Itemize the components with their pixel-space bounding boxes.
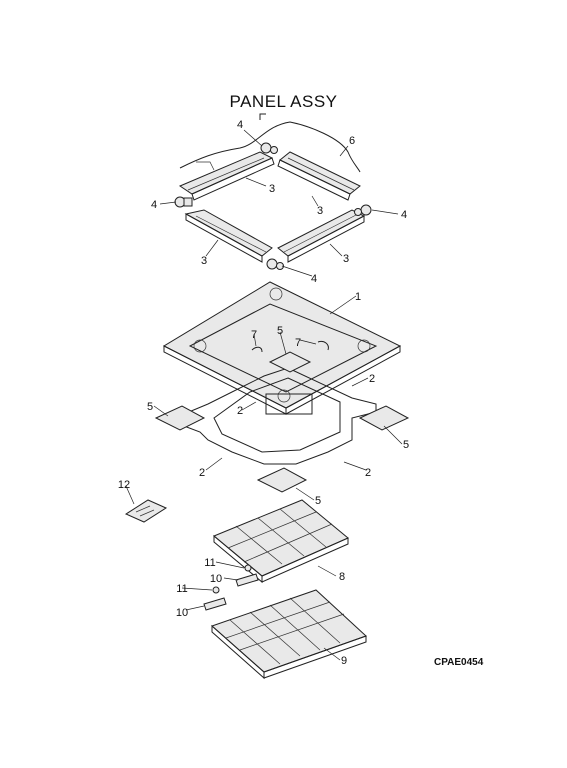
callout-5-left: 5 — [147, 401, 153, 413]
part-3-frame-lower-left — [184, 209, 273, 263]
part-11-screw-upper — [244, 564, 252, 572]
callout-9: 9 — [341, 655, 347, 667]
callout-11-upper: 11 — [204, 557, 215, 569]
callout-3-lower-right: 3 — [343, 253, 349, 265]
callout-4-left: 4 — [151, 199, 157, 211]
leader-lines — [125, 129, 403, 661]
part-11-screw-lower — [212, 586, 220, 594]
callout-3-lower-left: 3 — [201, 255, 207, 267]
part-10-latch-upper — [235, 573, 259, 587]
part-5-pad-right — [358, 405, 410, 431]
part-8-filter — [213, 499, 349, 584]
part-3-frame-upper-right — [277, 151, 361, 201]
part-5-pad-top — [268, 351, 312, 373]
part-4-corner-motor-right — [354, 204, 372, 216]
callout-4-bottom: 4 — [311, 273, 317, 285]
callout-6: 6 — [349, 135, 355, 147]
callout-1: 1 — [355, 291, 361, 303]
callout-labels: 4 6 3 4 3 4 3 3 4 1 7 5 7 2 5 2 5 2 2 5 … — [118, 119, 409, 667]
callout-5-bottom: 5 — [315, 495, 321, 507]
callout-7-left: 7 — [251, 329, 257, 341]
callout-12: 12 — [118, 479, 130, 491]
callout-2-lower-left: 2 — [199, 467, 205, 479]
callout-2-upper-left: 2 — [237, 405, 243, 417]
part-7-clip-left — [251, 346, 263, 353]
part-5-pad-left — [154, 405, 206, 431]
part-3-frame-lower-right — [277, 209, 366, 263]
part-1-panel-frame — [162, 281, 402, 415]
part-4-corner-motor-top — [260, 142, 278, 154]
part-7-clip-right — [317, 341, 329, 351]
part-4-corner-motor-bottom — [266, 258, 284, 270]
part-6-wire-harness — [179, 113, 361, 173]
callout-8: 8 — [339, 571, 345, 583]
drawing-code: CPAE0454 — [434, 657, 484, 668]
callout-3-upper-right: 3 — [317, 205, 323, 217]
callout-4-right: 4 — [401, 209, 407, 221]
part-5-pad-bottom — [256, 467, 308, 493]
callout-11-lower: 11 — [176, 583, 187, 595]
part-4-corner-motor-left — [174, 196, 193, 208]
part-12-label-plate — [124, 499, 168, 523]
callout-2-lower-right: 2 — [365, 467, 371, 479]
callout-5-right: 5 — [403, 439, 409, 451]
callout-10-lower: 10 — [176, 607, 188, 619]
callout-10-upper: 10 — [210, 573, 222, 585]
callout-4-top: 4 — [237, 119, 243, 131]
part-10-latch-lower — [203, 597, 227, 611]
callout-2-upper-right: 2 — [369, 373, 375, 385]
callout-3-upper-left: 3 — [269, 183, 275, 195]
diagram-title: PANEL ASSY — [229, 92, 338, 111]
callout-7-right: 7 — [295, 337, 301, 349]
callout-5-top: 5 — [277, 325, 283, 337]
part-9-grille — [211, 589, 367, 680]
part-3-frame-upper-left — [178, 151, 275, 201]
